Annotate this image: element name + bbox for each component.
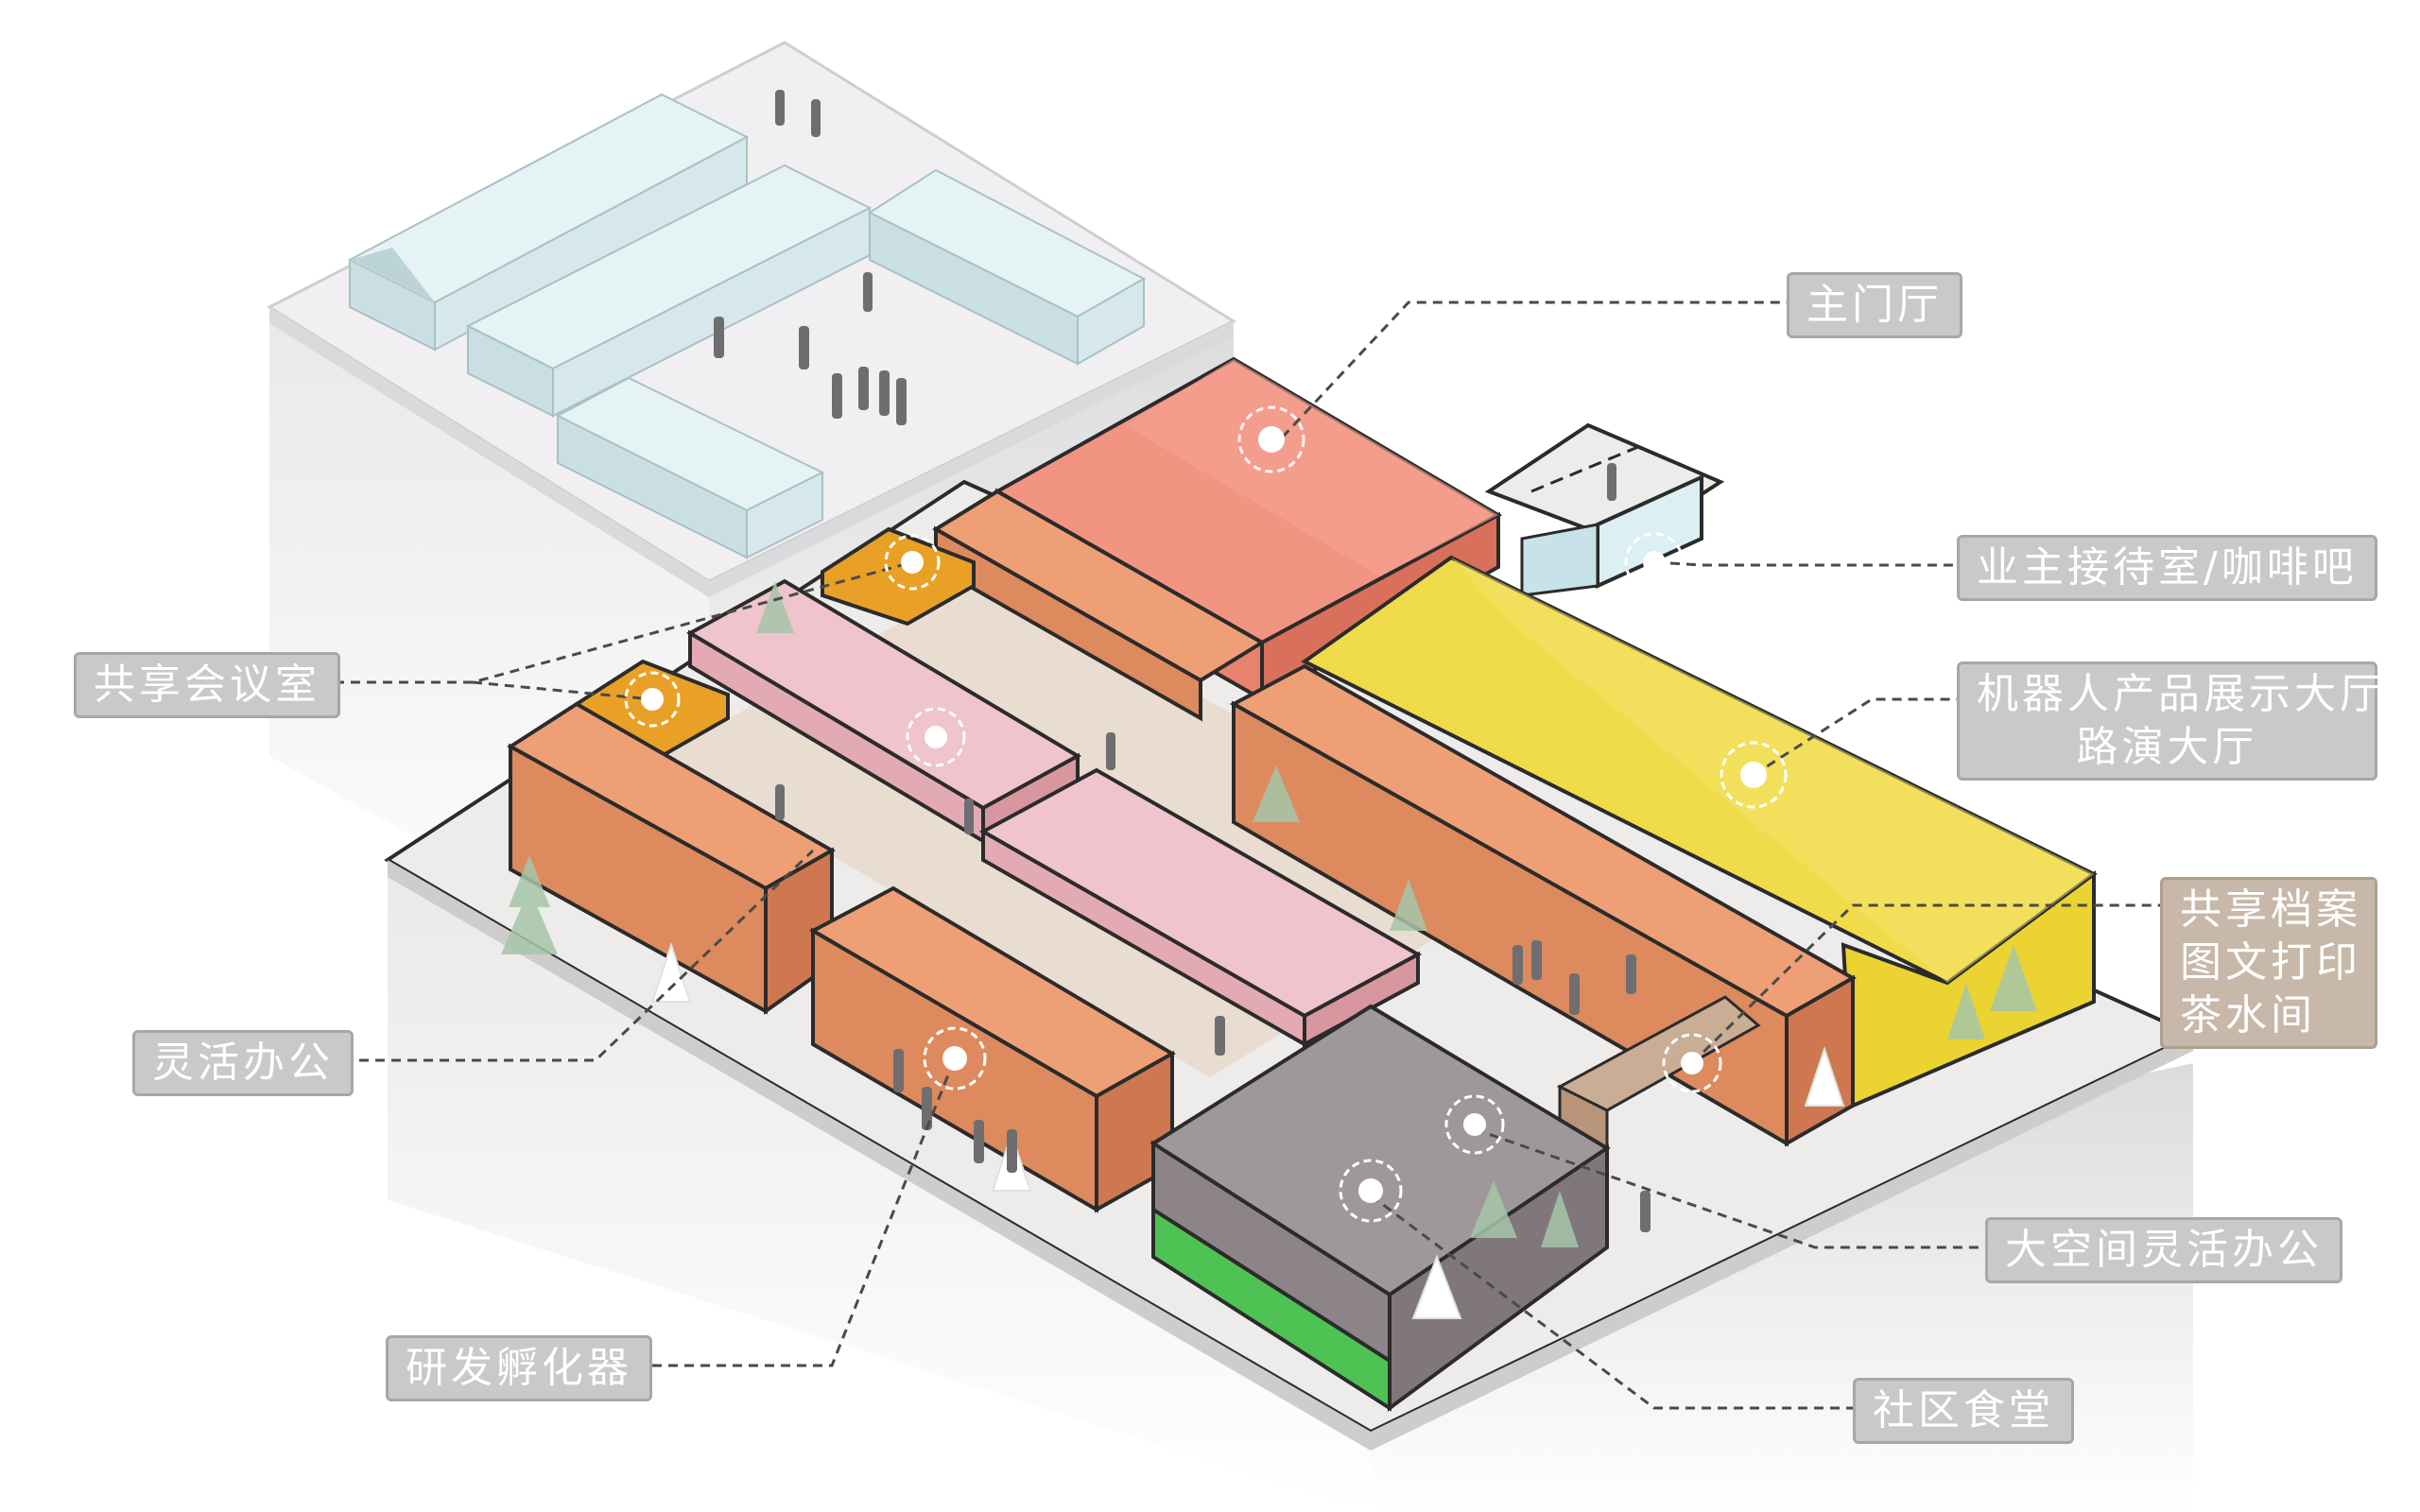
label-meeting-room: 共享会议室 (74, 652, 340, 718)
label-main-hall: 主门厅 (1787, 272, 1962, 338)
label-open-flex-office: 大空间灵活办公 (1985, 1217, 2342, 1283)
old-building-1 (347, 93, 750, 352)
label-rd-incubator-text: 研发孵化器 (406, 1344, 632, 1392)
label-meeting-room-text: 共享会议室 (94, 661, 320, 709)
office-bar-2 (1229, 663, 1858, 1147)
label-open-flex-office-text: 大空间灵活办公 (2005, 1226, 2323, 1274)
markers (624, 405, 1788, 1223)
leader-flex-office (359, 849, 815, 1062)
marker-meeting-2 (624, 671, 681, 728)
label-flex-office-text: 灵活办公 (152, 1039, 334, 1087)
marker-canteen (1339, 1159, 1403, 1223)
marker-open-flex (1444, 1094, 1505, 1155)
leader-rd (652, 1057, 957, 1367)
marker-reception (1624, 532, 1685, 593)
reception-cafe (1484, 422, 1725, 597)
label-canteen-text: 社区食堂 (1873, 1386, 2054, 1435)
label-canteen: 社区食堂 (1853, 1378, 2074, 1444)
label-main-hall-text: 主门厅 (1806, 281, 1943, 329)
people-main-site (775, 463, 1651, 1232)
leader-reception (1653, 560, 1957, 567)
marker-robot-hall (1720, 741, 1788, 809)
label-flex-office: 灵活办公 (132, 1030, 354, 1096)
label-archive-line2: 图文打印 (2180, 938, 2361, 987)
label-archive: 共享档案 图文打印 茶水间 (2160, 877, 2377, 1049)
label-robot-hall-line2: 路演大厅 (2076, 723, 2258, 771)
marker-archive (1662, 1033, 1722, 1093)
label-robot-hall: 机器人产品展示大厅 路演大厅 (1957, 662, 2385, 781)
marker-rd (923, 1026, 987, 1091)
label-reception-cafe: 业主接待室/咖啡吧 (1957, 535, 2377, 601)
trees (501, 581, 2037, 1247)
marker-main-hall (1237, 405, 1305, 473)
pink-block-2 (978, 767, 1423, 1048)
old-building-2 (465, 163, 873, 418)
old-building-3 (555, 376, 825, 559)
label-robot-hall-line1: 机器人产品展示大厅 (1977, 670, 2385, 718)
people-existing-site (714, 90, 907, 425)
leader-archive (1690, 903, 2160, 1065)
leader-canteen (1370, 1194, 1853, 1410)
marker-pink (906, 707, 966, 767)
leader-meeting-2 (472, 680, 653, 701)
label-rd-incubator: 研发孵化器 (386, 1335, 652, 1401)
meeting-room-1 (821, 526, 976, 627)
label-archive-line3: 茶水间 (2180, 991, 2316, 1040)
leader-robot-hall (1753, 697, 1957, 777)
marker-meeting-1 (884, 534, 941, 591)
leader-open-flex (1474, 1127, 1985, 1249)
leader-main-hall (1270, 301, 1787, 451)
label-archive-line1: 共享档案 (2180, 885, 2361, 934)
old-building-4 (867, 168, 1147, 366)
leader-lines (302, 301, 2160, 1410)
label-reception-cafe-text: 业主接待室/咖啡吧 (1977, 543, 2358, 592)
